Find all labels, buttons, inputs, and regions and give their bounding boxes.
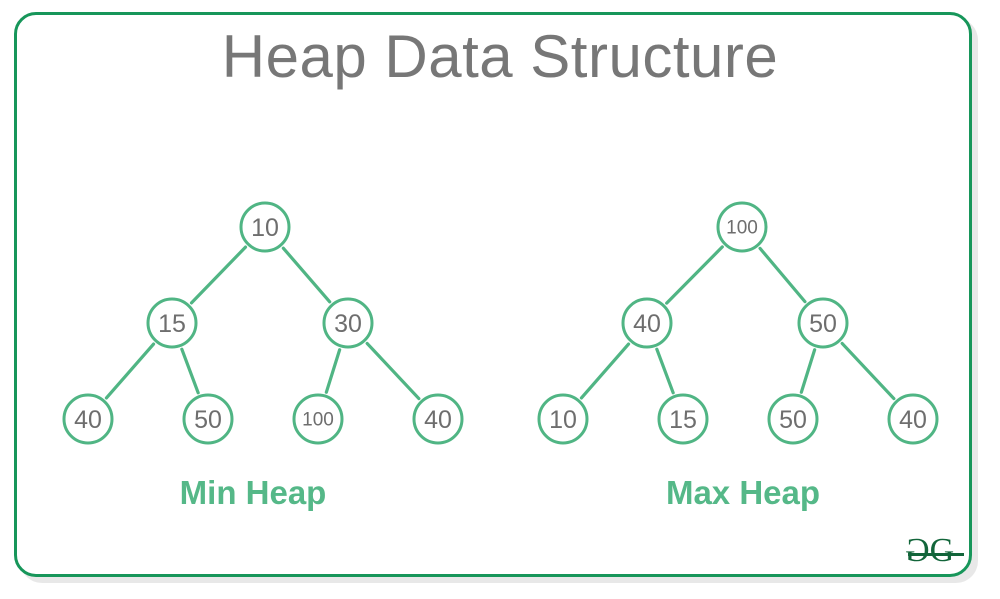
logo-reversed-g-icon: G (906, 532, 930, 569)
logo-bar-icon (908, 553, 964, 556)
min-heap-label: Min Heap (179, 474, 327, 511)
logo-g-icon: G (929, 532, 955, 569)
page-title: Heap Data Structure (221, 23, 779, 90)
content-card (14, 12, 972, 577)
max-heap-label: Max Heap (665, 474, 821, 511)
geeksforgeeks-logo: GG (906, 531, 976, 571)
